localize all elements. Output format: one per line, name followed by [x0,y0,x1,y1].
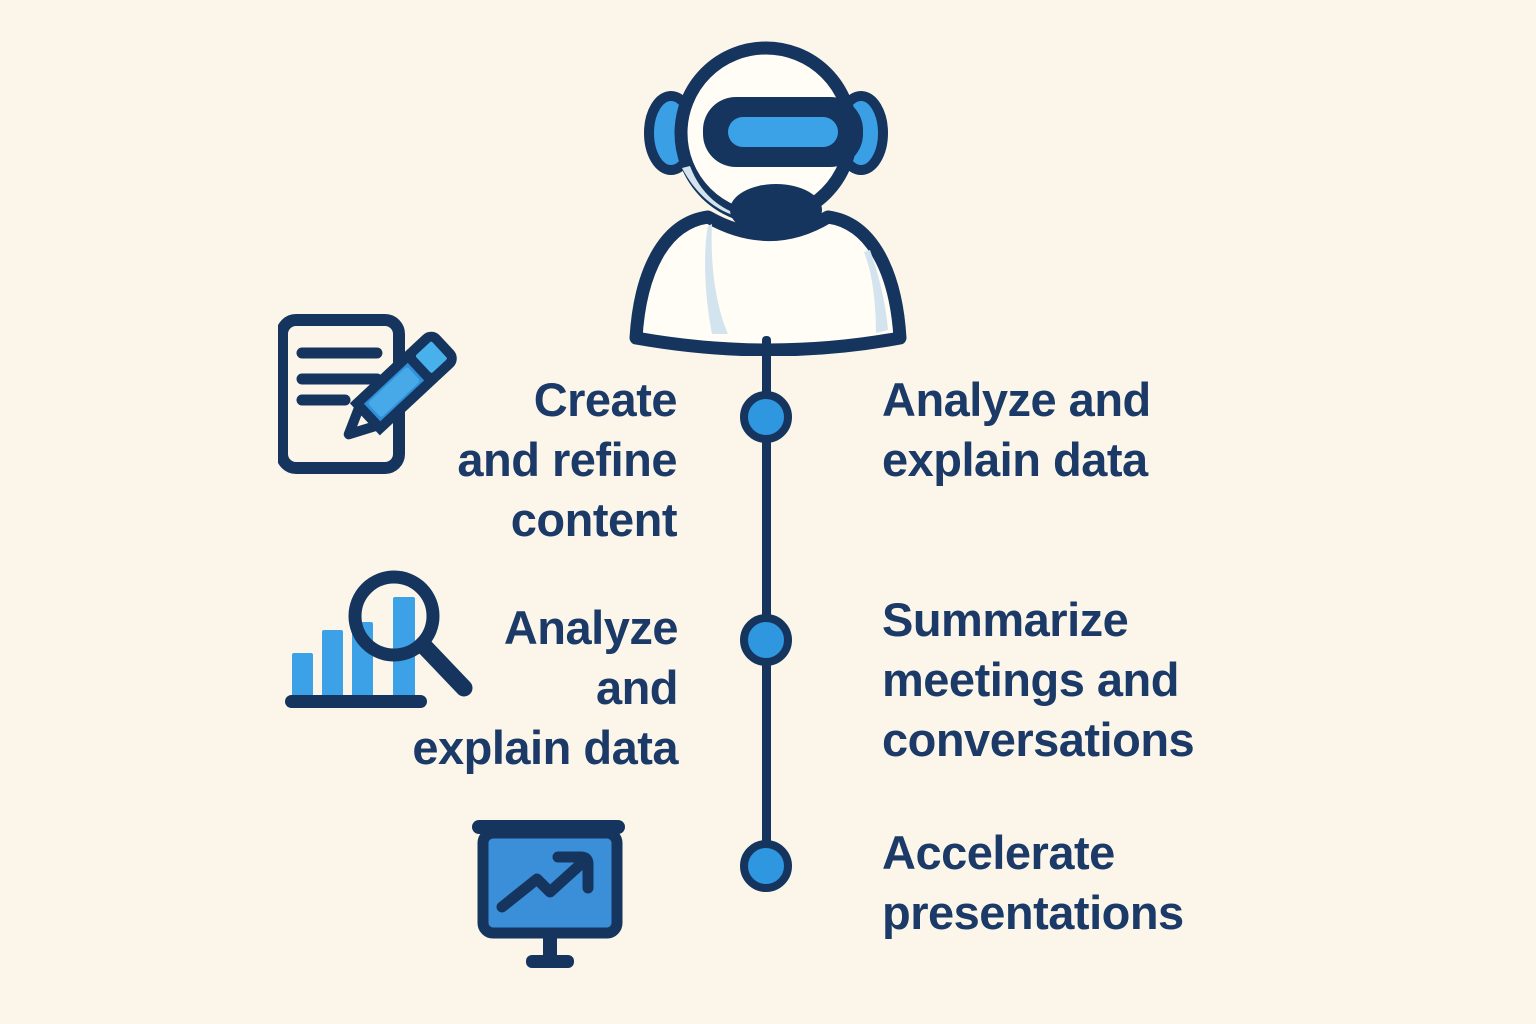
timeline-line [762,336,771,868]
timeline-node-3 [740,840,792,892]
presentation-trend-icon [472,820,625,968]
timeline-node-2 [740,614,792,666]
label-summarize-meetings: Summarize meetings and conversations [882,593,1195,766]
label-accelerate-presentations: Accelerate presentations [882,826,1184,939]
document-pencil-icon [278,314,457,474]
bar-chart-magnifier-icon [285,570,473,708]
ai-robot-icon [629,41,907,356]
label-create-refine-content: Create and refine content [457,373,677,546]
timeline-node-1 [740,391,792,443]
label-analyze-explain-right: Analyze and explain data [882,373,1151,486]
label-analyze-explain-left: Analyze and explain data [412,601,678,774]
